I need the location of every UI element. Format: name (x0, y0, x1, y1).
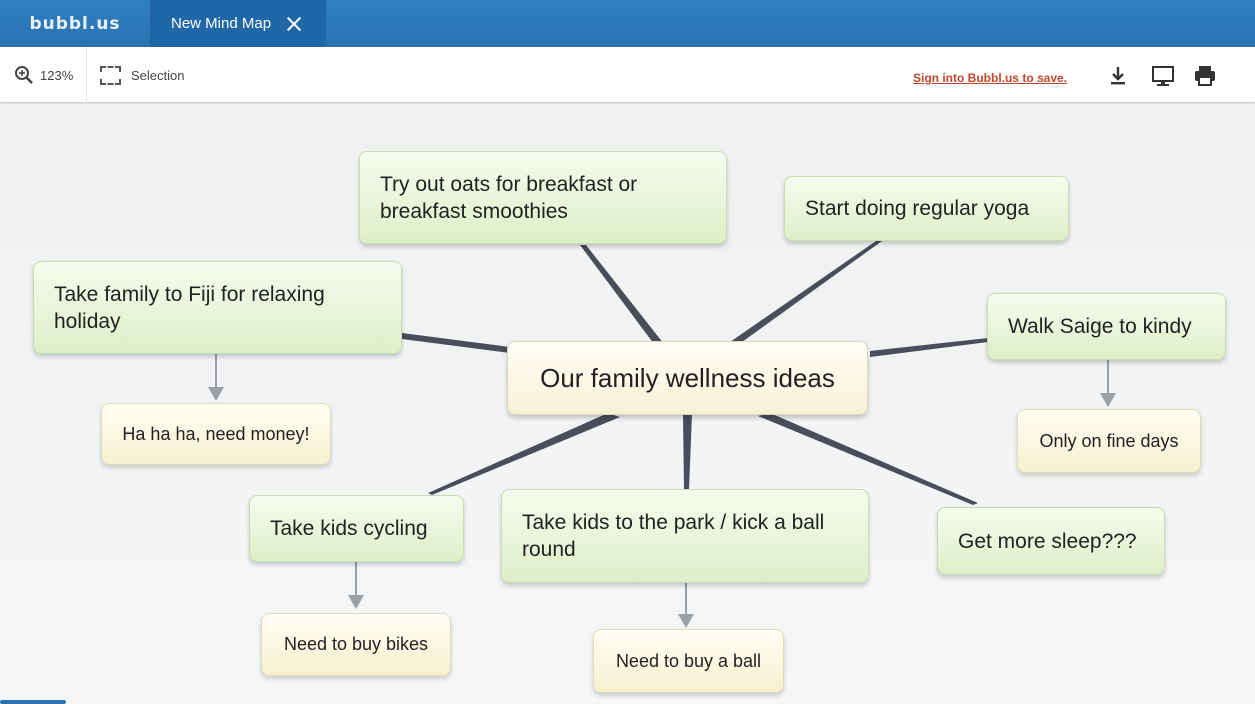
connector-fiji (402, 333, 510, 353)
node-fiji-note[interactable]: Ha ha ha, need money! (101, 403, 331, 465)
node-central[interactable]: Our family wellness ideas (507, 341, 868, 415)
mind-map-canvas[interactable]: Try out oats for breakfast or breakfast … (0, 104, 1255, 704)
selection-icon (100, 65, 121, 85)
presentation-icon[interactable] (1150, 63, 1176, 89)
tab-title: New Mind Map (171, 15, 272, 32)
selection-tool[interactable]: Selection (100, 47, 184, 103)
node-fiji[interactable]: Take family to Fiji for relaxing holiday (33, 261, 402, 354)
zoom-control[interactable]: 123% (0, 47, 87, 103)
connector-park (683, 414, 692, 489)
connector-yoga (730, 241, 882, 342)
horizontal-scrollbar[interactable] (0, 700, 66, 704)
app-header: bubbl.us New Mind Map (0, 0, 1255, 47)
connector-oats (580, 245, 664, 344)
connector-cycling (428, 413, 620, 495)
connector-lines (208, 241, 1116, 628)
arrowhead-kindy (1100, 393, 1116, 407)
arrowhead-fiji (208, 387, 224, 401)
node-kindy-note[interactable]: Only on fine days (1017, 409, 1201, 473)
close-icon[interactable] (285, 15, 303, 33)
signin-link[interactable]: Sign into Bubbl.us to save. (913, 71, 1068, 85)
node-yoga[interactable]: Start doing regular yoga (784, 176, 1069, 241)
connector-kindy (870, 338, 988, 357)
arrowhead-cycling (348, 595, 364, 609)
download-icon[interactable] (1105, 63, 1131, 89)
bubblus-logo[interactable]: bubbl.us (0, 0, 151, 47)
node-cycling-note[interactable]: Need to buy bikes (261, 613, 451, 676)
print-icon[interactable] (1192, 63, 1218, 89)
node-sleep[interactable]: Get more sleep??? (937, 507, 1165, 575)
node-oats[interactable]: Try out oats for breakfast or breakfast … (359, 151, 727, 244)
node-kindy[interactable]: Walk Saige to kindy (987, 293, 1226, 360)
node-cycling[interactable]: Take kids cycling (249, 495, 464, 562)
node-park-note[interactable]: Need to buy a ball (593, 629, 784, 693)
node-park[interactable]: Take kids to the park / kick a ball roun… (501, 489, 869, 583)
toolbar: 123% Selection Sign into Bubbl.us to sav… (0, 47, 1255, 103)
zoom-icon (15, 66, 33, 84)
tab-mind-map[interactable]: New Mind Map (151, 0, 326, 47)
zoom-level: 123% (40, 67, 74, 83)
connector-sleep (758, 413, 978, 505)
selection-label: Selection (131, 67, 185, 83)
arrowhead-park (678, 614, 694, 628)
